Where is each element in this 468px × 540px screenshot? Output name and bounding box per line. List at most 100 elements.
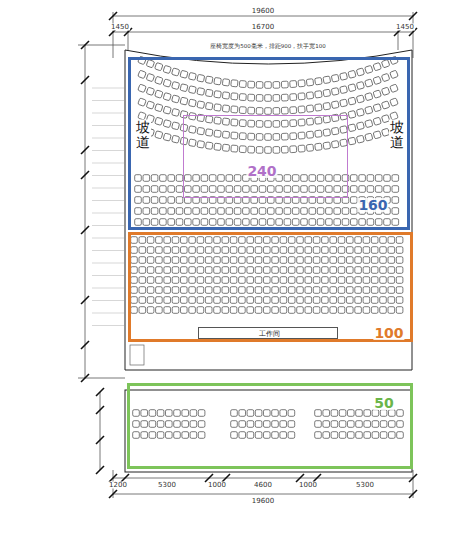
- seat: [214, 287, 221, 294]
- seat: [180, 70, 188, 78]
- seat: [347, 297, 354, 304]
- seat: [380, 257, 387, 264]
- seat: [364, 432, 371, 439]
- tick-mark: [81, 296, 89, 304]
- seat: [251, 186, 258, 193]
- seat: [323, 410, 330, 417]
- seat: [280, 267, 287, 274]
- seat: [201, 186, 208, 193]
- seat: [205, 277, 212, 284]
- seat: [290, 94, 297, 101]
- seat: [214, 297, 221, 304]
- seat: [181, 307, 188, 314]
- seat: [214, 91, 221, 98]
- seat: [322, 307, 329, 314]
- seat: [190, 410, 197, 417]
- row-guide: [92, 188, 124, 189]
- seat: [248, 133, 255, 140]
- seat: [276, 186, 283, 193]
- seat: [290, 120, 297, 127]
- seat: [313, 277, 320, 284]
- seat: [388, 257, 395, 264]
- seat: [322, 247, 329, 254]
- seat: [272, 277, 279, 284]
- seat: [209, 219, 216, 226]
- seat: [268, 186, 275, 193]
- seat: [222, 105, 229, 112]
- seat: [239, 287, 246, 294]
- seat: [182, 421, 189, 428]
- seat: [380, 237, 387, 244]
- seat: [182, 432, 189, 439]
- seat: [306, 144, 313, 151]
- seat: [322, 267, 329, 274]
- seat: [143, 219, 150, 226]
- dimension: 19600: [251, 8, 275, 15]
- hall-outline: [125, 50, 412, 472]
- seat: [218, 186, 225, 193]
- seat: [309, 175, 316, 182]
- seat: [331, 421, 338, 428]
- seat: [305, 277, 312, 284]
- dimension-ticks: [81, 12, 417, 498]
- seat: [264, 257, 271, 264]
- seat: [322, 277, 329, 284]
- seat: [214, 307, 221, 314]
- seat: [139, 307, 146, 314]
- seat: [348, 124, 356, 132]
- seat: [288, 247, 295, 254]
- seat: [190, 421, 197, 428]
- seat: [188, 72, 196, 80]
- seat: [264, 267, 271, 274]
- seat: [133, 432, 140, 439]
- zone-box: 坡道坡道160240: [128, 57, 410, 230]
- seat: [164, 307, 171, 314]
- seat: [205, 129, 213, 137]
- row-guide: [92, 288, 124, 289]
- seat: [338, 307, 345, 314]
- seat: [222, 307, 229, 314]
- seat: [264, 421, 271, 428]
- seat: [298, 119, 305, 126]
- seat: [371, 247, 378, 254]
- seat: [147, 247, 154, 254]
- seat: [138, 98, 146, 106]
- seat: [338, 297, 345, 304]
- seat: [280, 257, 287, 264]
- seat: [222, 131, 229, 138]
- seat: [272, 307, 279, 314]
- seat: [281, 133, 288, 140]
- seat: [181, 257, 188, 264]
- seat: [168, 175, 175, 182]
- dimension: 1000: [207, 482, 227, 489]
- seat: [255, 267, 262, 274]
- seat: [172, 135, 180, 143]
- seat: [230, 307, 237, 314]
- seat: [389, 432, 396, 439]
- ramp-label: 坡道: [389, 120, 405, 151]
- seat: [156, 277, 163, 284]
- seat: [381, 73, 389, 81]
- seat: [239, 307, 246, 314]
- seat: [272, 247, 279, 254]
- dimension: 16700: [251, 24, 275, 31]
- seat: [214, 104, 221, 111]
- seat: [135, 186, 142, 193]
- seat: [397, 432, 404, 439]
- seat: [396, 257, 403, 264]
- seat: [356, 108, 364, 116]
- seat: [198, 421, 205, 428]
- seat: [265, 121, 272, 128]
- seat: [160, 208, 167, 215]
- seat: [172, 95, 180, 103]
- seat: [396, 287, 403, 294]
- seat: [388, 277, 395, 284]
- seat: [259, 208, 266, 215]
- row-guide: [92, 88, 124, 89]
- seat: [255, 410, 262, 417]
- seat: [138, 70, 147, 79]
- seat: [231, 432, 238, 439]
- seat: [384, 219, 391, 226]
- seat: [351, 197, 358, 204]
